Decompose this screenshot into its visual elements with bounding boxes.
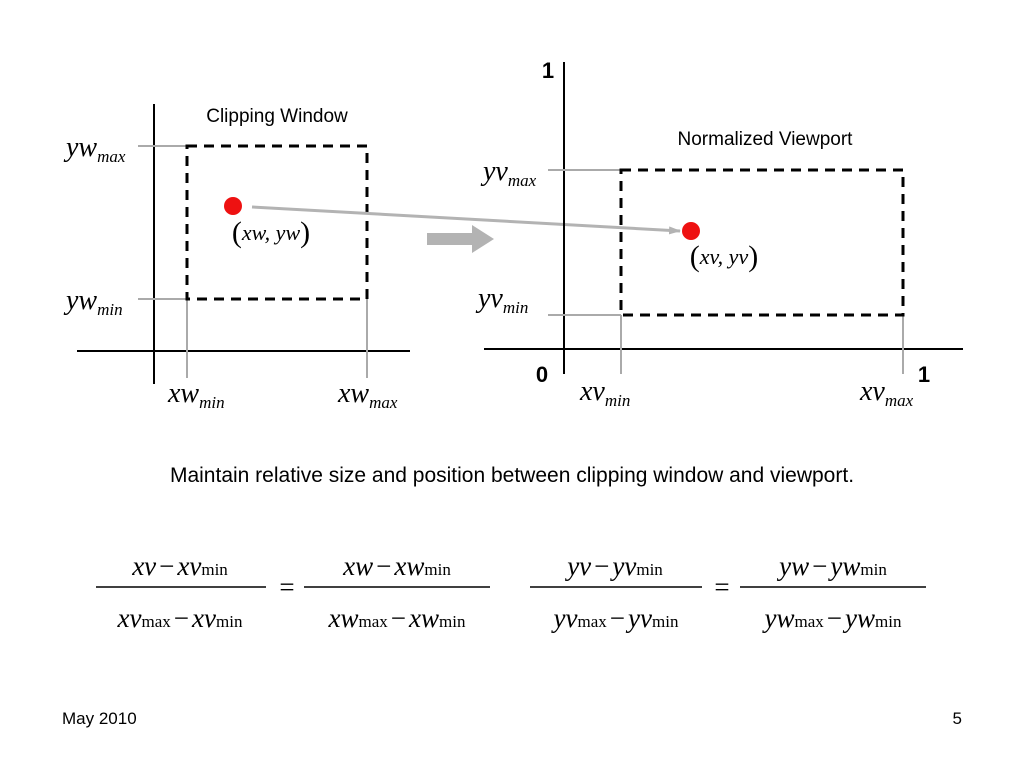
label-ywmax: ywmax xyxy=(63,132,126,166)
label-xwmin: xwmin xyxy=(167,378,225,412)
mapping-arrows xyxy=(251,205,681,253)
label-yvmax: yvmax xyxy=(480,156,537,190)
viewport-point-label: (xv, yv) xyxy=(690,240,758,273)
eq1-left-numerator: xv−xvmin xyxy=(131,551,228,581)
clipping-window-rect xyxy=(185,144,369,301)
eq2-left-denominator: yvmax−yvmin xyxy=(551,603,679,633)
axis-max-y-label: 1 xyxy=(542,58,554,83)
viewport-point xyxy=(682,222,700,240)
normalized-viewport-panel: Normalized Viewport 1 0 1 (xv, yv) yvmax… xyxy=(475,58,963,410)
point-mapping-arrow xyxy=(251,205,681,235)
label-xwmax: xwmax xyxy=(337,378,398,412)
caption: Maintain relative size and position betw… xyxy=(170,464,854,487)
origin-label: 0 xyxy=(536,362,548,387)
footer-date: May 2010 xyxy=(62,709,137,728)
eq1-equals: = xyxy=(279,572,294,602)
label-xvmax: xvmax xyxy=(859,376,914,410)
eq2-left-numerator: yv−yvmin xyxy=(564,551,663,581)
viewport-rect xyxy=(619,168,905,317)
transform-arrow-icon xyxy=(427,225,494,253)
equation-y: yv−yvmin yvmax−yvmin = yw−ywmin ywmax−yw… xyxy=(530,551,926,633)
footer-page-number: 5 xyxy=(953,709,962,728)
label-ywmin: ywmin xyxy=(63,285,123,319)
clipping-window-title: Clipping Window xyxy=(206,106,348,127)
eq1-left-denominator: xvmax−xvmin xyxy=(117,603,243,633)
window-point xyxy=(224,197,242,215)
eq1-right-denominator: xwmax−xwmin xyxy=(328,603,466,633)
label-yvmin: yvmin xyxy=(475,283,528,317)
eq2-equals: = xyxy=(714,572,729,602)
equation-x: xv−xvmin xvmax−xvmin = xw−xwmin xwmax−xw… xyxy=(96,551,490,633)
label-xvmin: xvmin xyxy=(579,376,630,410)
eq2-right-numerator: yw−ywmin xyxy=(776,551,887,581)
eq1-right-numerator: xw−xwmin xyxy=(342,551,451,581)
clipping-window-panel: Clipping Window (xw, yw) ywmax ywmin xwm… xyxy=(63,104,410,412)
window-point-label: (xw, yw) xyxy=(232,216,310,249)
eq2-right-denominator: ywmax−ywmin xyxy=(762,603,902,633)
axis-max-x-label: 1 xyxy=(918,362,930,387)
viewport-title: Normalized Viewport xyxy=(678,129,854,150)
